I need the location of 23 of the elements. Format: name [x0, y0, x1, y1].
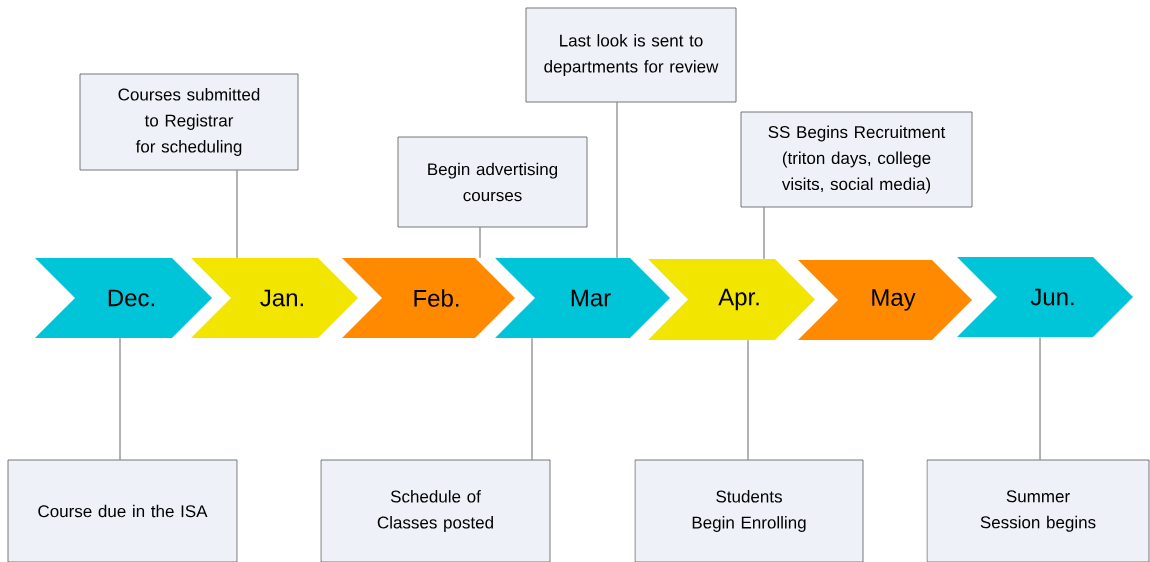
- month-banner: Jan.: [191, 258, 358, 338]
- text-box: Schedule of Classes posted: [320, 459, 551, 562]
- text-box: Courses submitted to Registrar for scheduling: [79, 73, 299, 171]
- month-banner: Apr.: [648, 259, 815, 340]
- text-box: Last look is sent to departments for review: [525, 7, 737, 103]
- month-banner: May: [798, 260, 972, 340]
- month-banner: Feb.: [342, 258, 515, 338]
- text-box: SS Begins Recruitment (triton days, college visits, social media): [740, 111, 973, 208]
- leader-line: [531, 337, 533, 460]
- text-box: Students Begin Enrolling: [634, 459, 864, 562]
- leader-line: [479, 227, 481, 259]
- leader-line: [616, 102, 618, 259]
- month-banner: Jun.: [957, 257, 1133, 337]
- leader-line: [1039, 336, 1041, 460]
- month-banner: Mar: [495, 258, 670, 338]
- leader-line: [763, 207, 765, 260]
- month-banner: Dec.: [35, 258, 212, 338]
- text-box: Course due in the ISA: [7, 459, 238, 562]
- text-box: Summer Session begins: [926, 459, 1150, 562]
- leader-line: [747, 339, 749, 460]
- text-box: Begin advertising courses: [397, 136, 588, 228]
- leader-line: [119, 337, 121, 460]
- leader-line: [236, 170, 238, 259]
